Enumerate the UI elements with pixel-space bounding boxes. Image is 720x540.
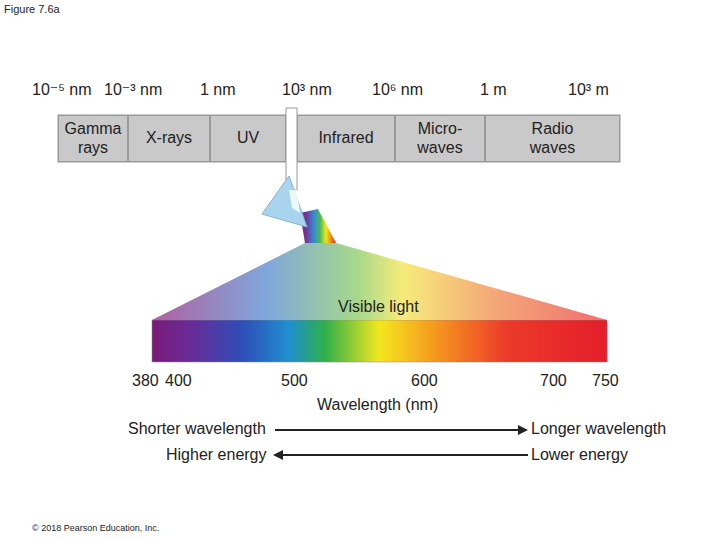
wavelength-tick: 1 m (480, 81, 507, 99)
region-label: Micro- waves (409, 120, 471, 157)
spectrum-region: X-rays (128, 115, 210, 162)
visible-light-fan: Visible light (152, 243, 607, 320)
spectrum-bar (58, 115, 620, 162)
spectrum-region: Gamma rays (58, 115, 128, 162)
prism (262, 176, 307, 227)
figure-title: Figure 7.6a (4, 3, 60, 16)
spectrum-region: Infrared (297, 115, 395, 162)
arrowhead (273, 450, 283, 460)
visible-tick: 500 (281, 372, 308, 390)
region-label: Infrared (318, 129, 373, 147)
visible-tick: 750 (592, 372, 619, 390)
visible-spectrum-bar (152, 320, 607, 362)
visible-tick: 700 (540, 372, 567, 390)
wavelength-tick: 1 nm (200, 81, 236, 99)
direction-label: Lower energy (531, 446, 628, 464)
light-ray (289, 190, 300, 213)
direction-label: Higher energy (166, 446, 267, 464)
direction-label: Shorter wavelength (128, 420, 266, 438)
region-label: Radio waves (518, 120, 588, 157)
wavelength-tick: 10³ m (568, 81, 609, 99)
visible-tick: 380 (132, 372, 159, 390)
wavelength-tick: 10³ nm (282, 81, 332, 99)
region-label: X-rays (146, 129, 192, 147)
region-label: UV (237, 129, 259, 147)
region-label: Gamma rays (62, 120, 124, 157)
direction-label: Longer wavelength (531, 420, 666, 438)
copyright-note: © 2018 Pearson Education, Inc. (32, 523, 159, 533)
visible-tick: 600 (411, 372, 438, 390)
fan-fill (152, 243, 607, 320)
direction-arrow (282, 454, 528, 456)
direction-arrow (275, 429, 520, 431)
spectrum-region: Radio waves (485, 115, 620, 162)
spectrum-region: Micro- waves (395, 115, 485, 162)
visible-light-label: Visible light (338, 298, 419, 316)
arrowhead (518, 425, 528, 435)
wavelength-tick: 10⁻⁵ nm (32, 81, 92, 99)
wavelength-tick: 10⁶ nm (372, 81, 423, 99)
axis-title: Wavelength (nm) (317, 396, 438, 414)
wavelength-tick: 10⁻³ nm (104, 81, 162, 99)
spectrum-region: UV (210, 115, 286, 162)
visible-tick: 400 (165, 372, 192, 390)
